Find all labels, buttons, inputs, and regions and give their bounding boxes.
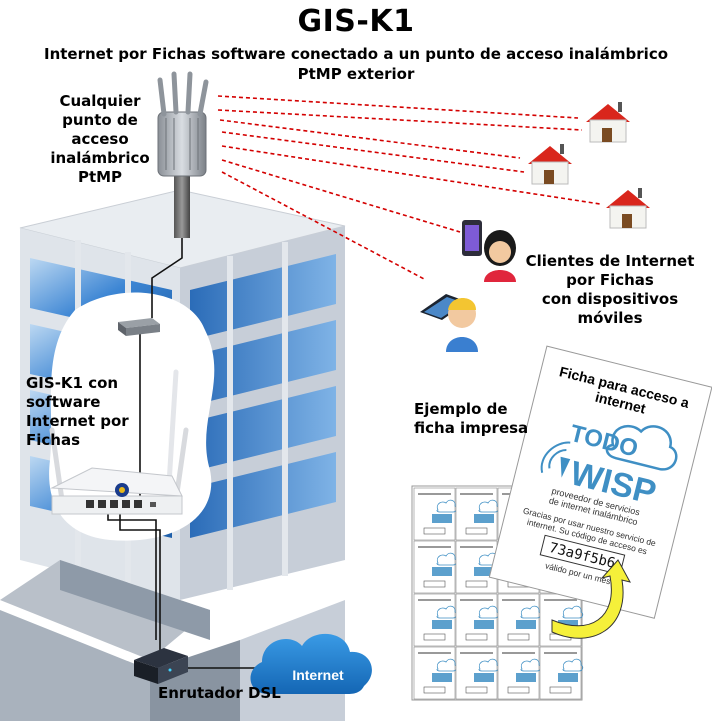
router-label-line: GIS-K1 con [26,374,119,392]
clients-label-line: por Fichas [566,271,654,289]
mini-ticket [455,540,500,594]
access-point-label-line: inalámbrico [50,149,150,167]
clients-label-line: Clientes de Internet [525,252,695,270]
router-label: GIS-K1 con software Internet por Fichas [26,374,166,450]
ticket-example-label: Ejemplo de ficha impresa [414,400,534,438]
access-point-label-line: PtMP [77,168,123,186]
access-point-label-line: acceso [71,130,129,148]
house-icon [606,188,650,229]
mini-ticket [455,593,500,647]
brand-cloud-icon [605,425,678,471]
access-point-label: Cualquier punto de acceso inalámbrico Pt… [38,92,162,187]
subtitle-line-2: PtMP exterior [297,65,415,83]
antenna-icon [157,71,209,117]
mini-ticket [455,487,500,541]
access-point-label-line: Cualquier [59,92,141,110]
house-icon [586,102,630,143]
clients-label-line: móviles [577,309,643,327]
page-title: GIS-K1 [297,4,415,39]
mini-ticket [497,593,542,647]
mini-ticket [413,540,458,594]
page-subtitle: Internet por Fichas software conectado a… [20,44,692,84]
building-right-windows [190,254,336,538]
cloud-label: Internet [292,667,344,683]
access-point [157,71,209,238]
client-tablet-user-icon [420,294,478,352]
dsl-router [134,648,188,684]
wireless-links [217,95,601,281]
mini-ticket [455,646,500,700]
mini-ticket [413,593,458,647]
subtitle-line-1: Internet por Fichas software conectado a… [43,45,669,63]
router-label-line: Internet por [26,412,129,430]
ticket-example-label-line: Ejemplo de [414,400,508,418]
mini-ticket [413,646,458,700]
access-point-label-line: punto de [62,111,138,129]
clients-label: Clientes de Internet por Fichas con disp… [522,252,698,328]
ticket-example-label-line: ficha impresa [414,419,529,437]
router-label-line: Fichas [26,431,81,449]
router-label-line: software [26,393,101,411]
wifi-signal-icon [540,441,571,473]
clients-label-line: con dispositivos [541,290,679,308]
mini-ticket [539,646,584,700]
mini-ticket [413,487,458,541]
dsl-router-label: Enrutador DSL [158,684,281,702]
client-phone-user-icon [462,220,516,282]
house-icon [528,144,572,185]
gis-k1-router [49,369,189,515]
mini-ticket [497,646,542,700]
poe-injector [118,318,160,336]
internet-cloud-icon [250,633,372,694]
curved-arrow-icon [551,559,631,639]
ticket-example: Ficha para acceso a internet TODO WISP p… [488,345,712,619]
